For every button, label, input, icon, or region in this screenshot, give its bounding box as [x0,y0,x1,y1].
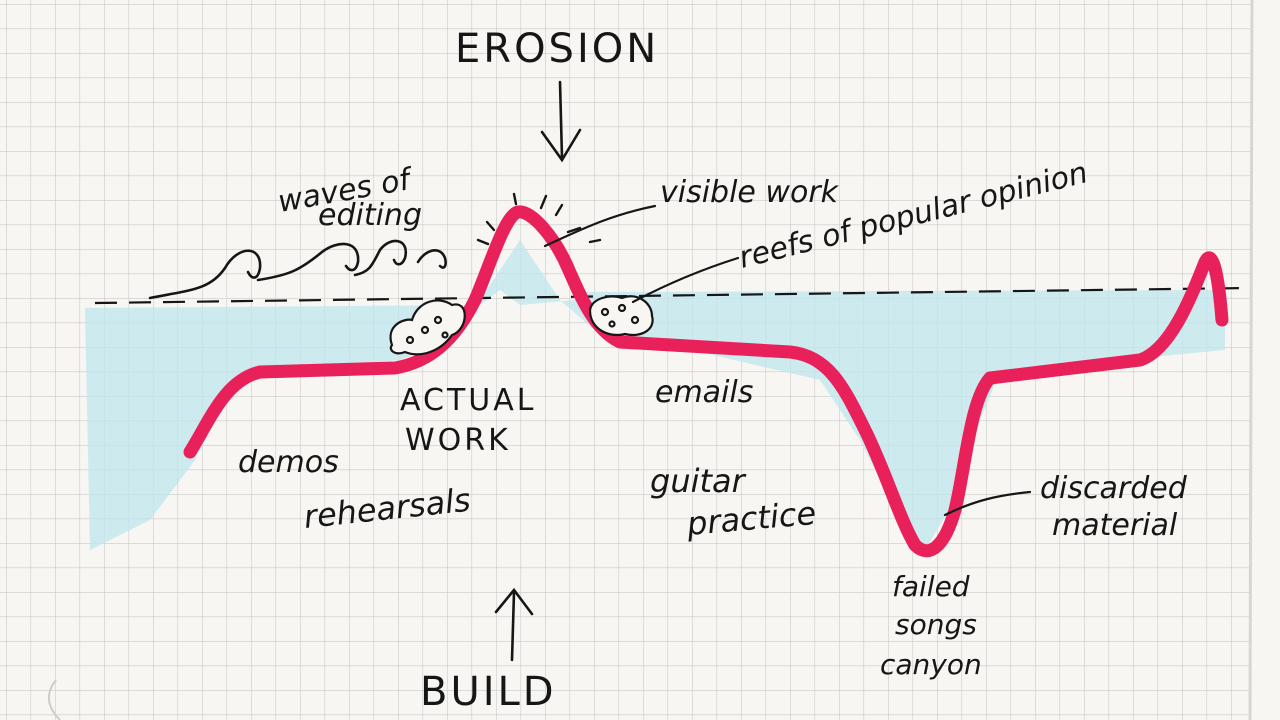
failed-label-line1: failed [892,570,970,603]
build-label: BUILD [420,669,557,715]
sea-level-line [94,286,1251,305]
waves-drawing [148,239,447,300]
actual-work-line1: ACTUAL [400,383,536,418]
failed-label-line2: songs [895,608,977,641]
reef-right-icon [588,295,654,337]
page-corner [48,679,61,720]
demos-label: demos [238,445,339,480]
waves-label-line2: editing [318,198,422,233]
visible-work-label: visible work [660,175,840,210]
guitar-label-line1: guitar [650,462,747,500]
erosion-arrow-icon [540,80,582,163]
discarded-label-line2: material [1052,508,1178,543]
emails-label: emails [655,375,753,410]
page-edge [1248,0,1254,720]
peak-sparkle-icon [476,192,602,246]
discarded-label-line1: discarded [1040,471,1188,506]
erosion-label: EROSION [455,26,659,72]
reef-left-icon [389,299,466,356]
failed-label-line3: canyon [880,648,982,681]
build-arrow-icon [494,587,534,662]
water-area [85,240,1225,550]
actual-work-line2: WORK [405,423,511,458]
leader-lines [543,204,1032,517]
